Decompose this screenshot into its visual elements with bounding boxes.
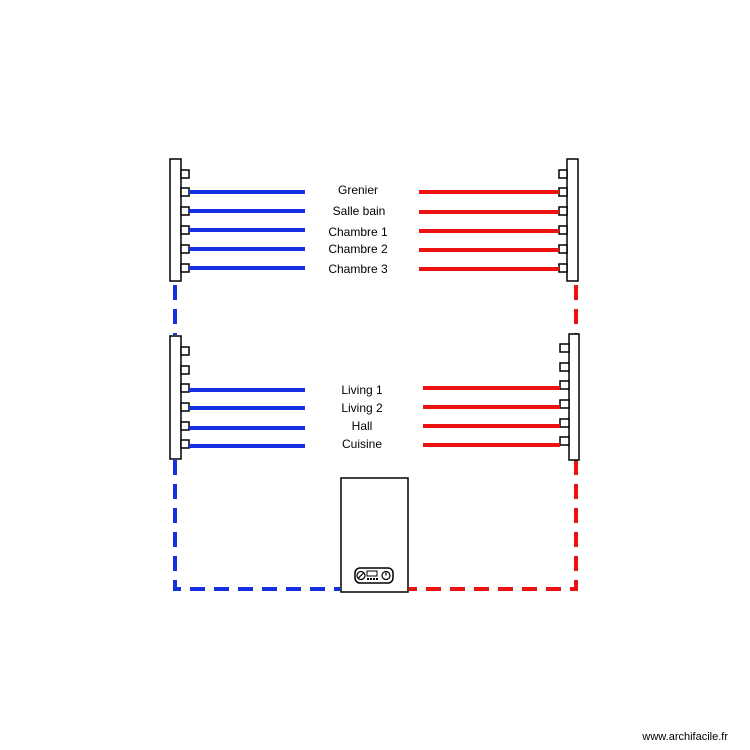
upper-right-manifold (558, 158, 579, 282)
label-salle-bain: Salle bain (333, 204, 386, 218)
lower-right-manifold (559, 333, 580, 461)
hot-dashed-pipe (409, 285, 578, 591)
label-living-2: Living 2 (341, 401, 383, 415)
boiler-control-panel-icon (354, 567, 394, 584)
site-credit: www.archifacile.fr (641, 731, 728, 743)
boiler (340, 477, 409, 593)
upper-left-manifold (169, 158, 190, 282)
label-hall: Hall (352, 419, 373, 433)
label-chambre-1: Chambre 1 (328, 225, 388, 239)
lower-left-manifold (169, 335, 190, 460)
label-living-1: Living 1 (341, 383, 383, 397)
cold-dashed-pipe (173, 285, 340, 591)
label-chambre-3: Chambre 3 (328, 262, 388, 276)
label-cuisine: Cuisine (342, 437, 382, 451)
label-grenier: Grenier (338, 183, 378, 197)
label-chambre-2: Chambre 2 (328, 242, 388, 256)
